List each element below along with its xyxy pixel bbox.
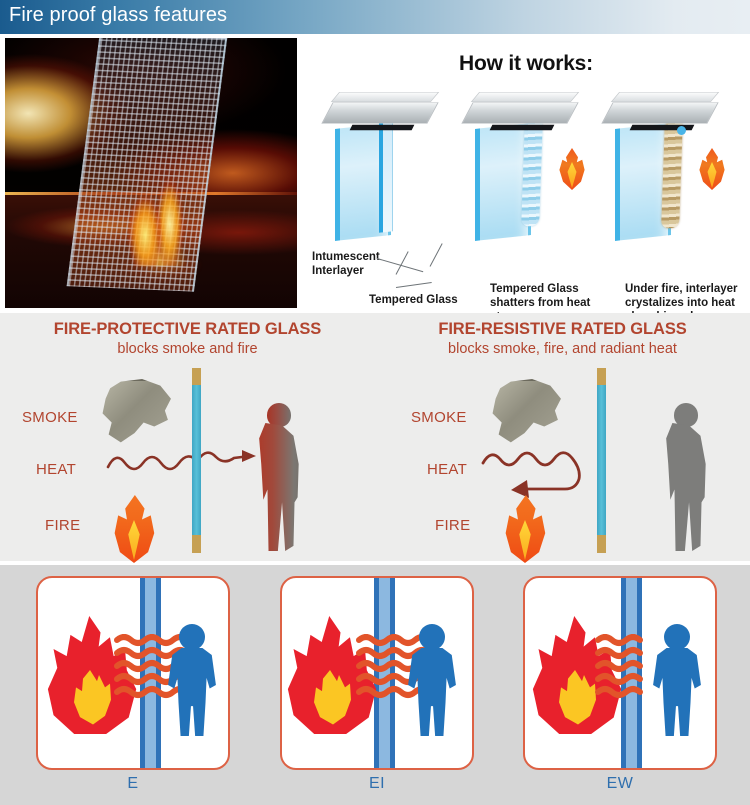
fire-protective-title: FIRE-PROTECTIVE RATED GLASS <box>53 320 322 338</box>
frame-cap-top-icon <box>610 92 720 102</box>
glass-cap-bottom <box>597 535 606 553</box>
label-heat: HEAT <box>427 461 468 478</box>
caption-line-2: shatters from heat <box>490 297 591 309</box>
frame-slot-icon <box>349 124 415 131</box>
fire-protective-diagram: SMOKE HEAT FIRE <box>0 365 375 563</box>
card-EI[interactable] <box>280 576 474 770</box>
person-body <box>259 423 299 551</box>
glass-barrier <box>597 368 606 553</box>
card-label-E: E <box>127 775 139 792</box>
person-silhouette-protected <box>660 403 722 551</box>
fire-resistive-heading: FIRE-RESISTIVE RATED GLASS blocks smoke,… <box>375 320 750 357</box>
label-fire: FIRE <box>435 517 471 534</box>
frame-cap-icon <box>461 102 579 124</box>
heat-waves-icon <box>595 634 643 698</box>
page-title: Fire proof glass features <box>9 4 228 26</box>
person-body <box>666 423 706 551</box>
smoke-cloud-icon <box>102 379 171 443</box>
fire-resistive-title: FIRE-RESISTIVE RATED GLASS <box>438 320 687 338</box>
rated-glass-comparison: FIRE-PROTECTIVE RATED GLASS blocks smoke… <box>0 313 750 563</box>
caption-line-1: Under fire, interlayer <box>625 283 738 295</box>
page-header: Fire proof glass features <box>0 0 750 34</box>
glass-core <box>597 385 606 536</box>
shattered-interlayer-icon <box>521 119 543 227</box>
heat-arrow-icon <box>198 450 256 463</box>
glass-barrier <box>192 368 201 553</box>
frame-cap-top-icon <box>470 92 580 102</box>
fire-resistive-subtitle: blocks smoke, fire, and radiant heat <box>448 341 677 357</box>
fire-protective-heading: FIRE-PROTECTIVE RATED GLASS blocks smoke… <box>0 320 375 357</box>
person-icon <box>406 624 458 736</box>
fire-protective-subtitle: blocks smoke and fire <box>117 341 258 357</box>
smoke-cloud-icon <box>492 379 561 443</box>
glass-core <box>192 385 201 536</box>
person-silhouette-heated <box>253 403 315 551</box>
frame-cap-top-icon <box>330 92 440 102</box>
card-label-EI: EI <box>368 775 386 792</box>
flame-icon <box>697 146 727 190</box>
glass-cap-top <box>597 368 606 386</box>
how-it-works-title: How it works: <box>459 52 593 75</box>
flame-icon <box>503 493 547 563</box>
frame-slot-icon <box>489 124 555 131</box>
glass-cap-top <box>192 368 201 386</box>
person-head <box>267 403 291 427</box>
heat-wave-icon <box>106 455 199 471</box>
frame-cap-icon <box>321 102 439 124</box>
photo-flame <box>125 162 197 266</box>
card-EW[interactable] <box>523 576 717 770</box>
caption-line-2: crystalizes into heat <box>625 297 735 309</box>
card-label-EW: EW <box>606 775 634 792</box>
person-icon <box>166 624 218 736</box>
label-tempered-glass: Tempered Glass <box>369 294 458 306</box>
label-smoke: SMOKE <box>411 409 467 426</box>
caption-line-1: Tempered Glass <box>490 283 579 295</box>
heat-wave-reflected-icon <box>481 451 581 498</box>
top-row: How it works: <box>0 34 750 323</box>
flame-icon <box>112 493 156 563</box>
label-intumescent-interlayer: Intumescent Interlayer <box>312 250 380 278</box>
glass-cap-bottom <box>192 535 201 553</box>
classification-cards: E EI <box>0 565 750 805</box>
flame-icon <box>557 146 587 190</box>
how-it-works-section: How it works: <box>305 38 747 308</box>
fire-glass-photo <box>5 38 297 308</box>
label-line-1: Intumescent <box>312 251 380 263</box>
card-E[interactable] <box>36 576 230 770</box>
how-it-works-step-2 <box>461 92 591 244</box>
glass-inner-pane-icon <box>379 119 393 233</box>
frame-cap-icon <box>601 102 719 124</box>
label-smoke: SMOKE <box>22 409 78 426</box>
person-icon <box>651 624 703 736</box>
how-it-works-step-1 <box>321 92 451 244</box>
label-heat: HEAT <box>36 461 77 478</box>
person-head <box>674 403 698 427</box>
label-line-2: Interlayer <box>312 265 364 277</box>
blue-dot-icon <box>677 126 686 135</box>
label-fire: FIRE <box>45 517 81 534</box>
how-it-works-step-3 <box>601 92 731 244</box>
fire-resistive-diagram: SMOKE HEAT FIRE <box>375 365 750 563</box>
char-interlayer-icon <box>661 119 683 229</box>
